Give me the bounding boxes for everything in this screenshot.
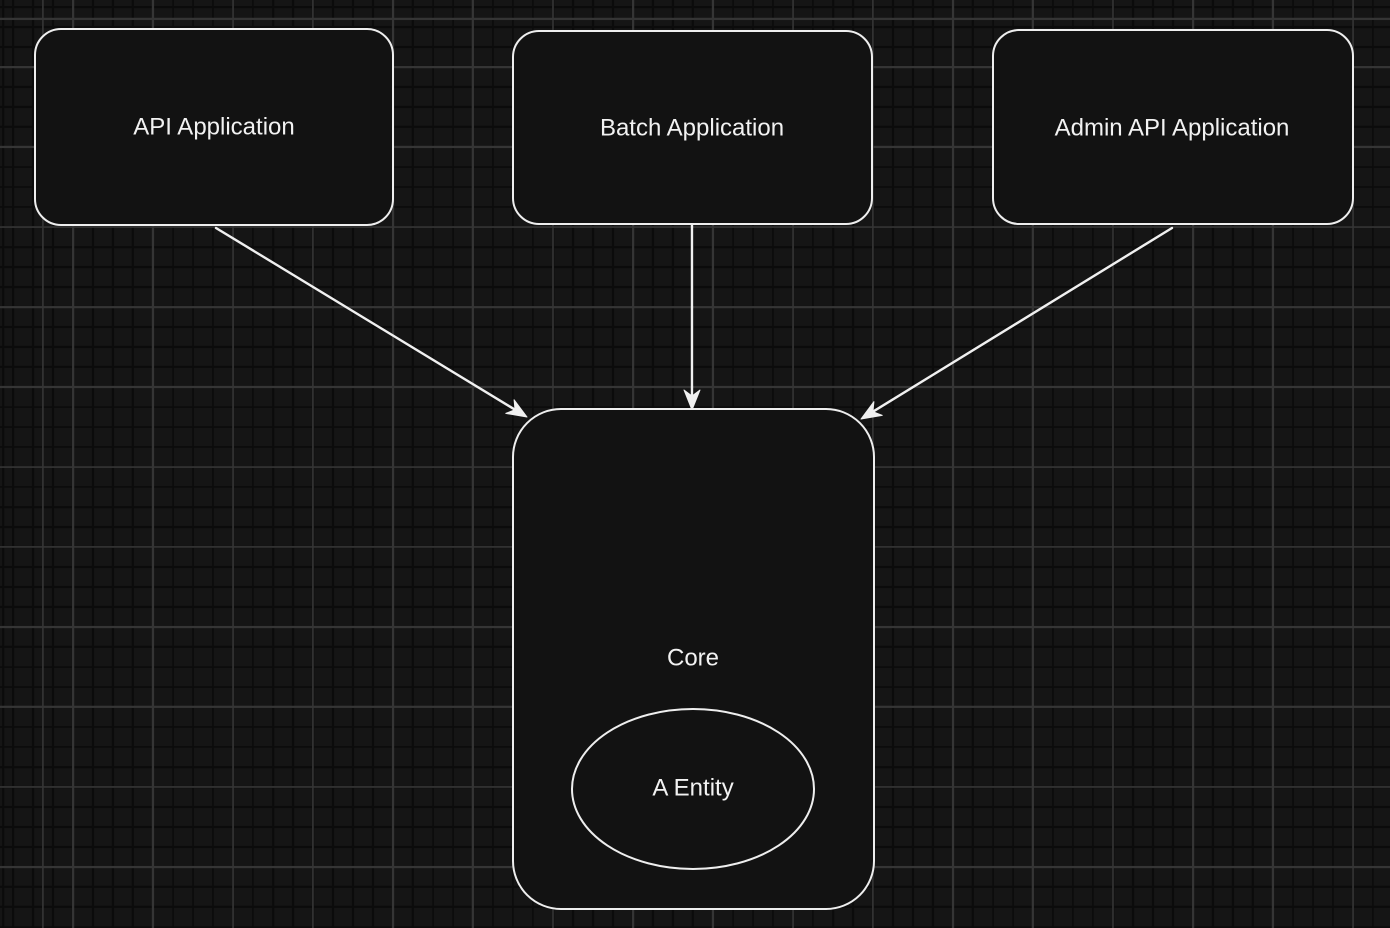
edge-api-to-core[interactable] (214, 226, 528, 418)
edge-batch-to-core[interactable] (683, 223, 701, 411)
node-admin-api-application-shape[interactable] (992, 29, 1354, 225)
edge-admin-to-core-line (871, 226, 1174, 413)
edge-api-to-core-arrowhead-icon (505, 399, 528, 418)
edge-api-to-core-line (214, 226, 517, 411)
node-a-entity-shape[interactable] (571, 708, 815, 870)
edge-admin-to-core-arrowhead-icon (860, 401, 883, 420)
edge-admin-to-core[interactable] (860, 226, 1174, 420)
edge-batch-to-core-arrowhead-icon (683, 389, 701, 411)
node-batch-application-shape[interactable] (512, 30, 873, 225)
node-api-application-shape[interactable] (34, 28, 394, 226)
